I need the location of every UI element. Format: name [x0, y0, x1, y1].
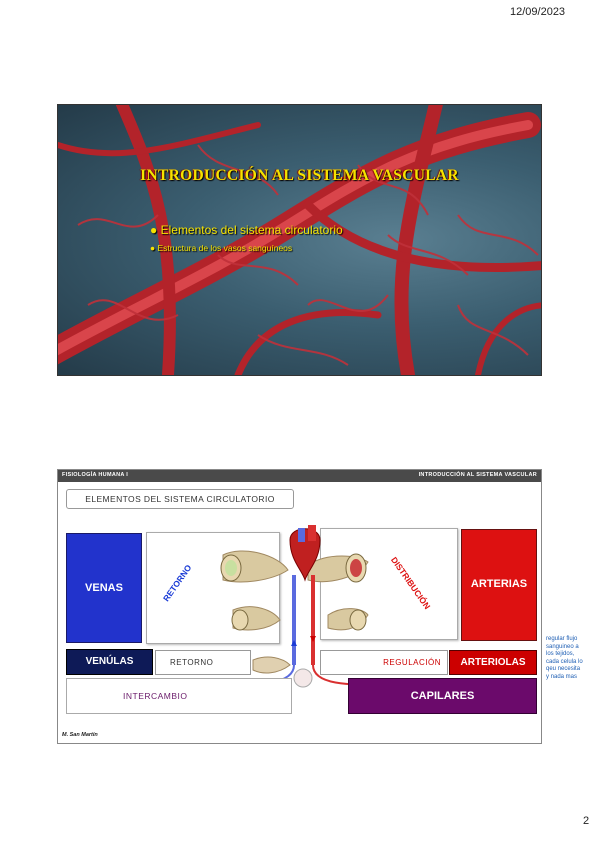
- heart-vessels-illustration: [217, 525, 389, 704]
- venas-box: VENAS: [66, 533, 142, 643]
- regulacion-box: REGULACIÓN: [320, 650, 448, 675]
- slide-title: INTRODUCCIÓN AL SISTEMA VASCULAR: [140, 167, 459, 184]
- arteriolas-box: ARTERIOLAS: [449, 650, 537, 675]
- arterias-box: ARTERIAS: [461, 529, 537, 641]
- course-label: FISIOLOGÍA HUMANA I: [62, 472, 129, 478]
- blood-vessels-illustration: [58, 105, 541, 375]
- bullet-item: ● Estructura de los vasos sanguíneos: [150, 243, 293, 253]
- retorno-box: RETORNO: [155, 650, 251, 675]
- capilares-box: CAPILARES: [348, 678, 537, 714]
- date-label: 12/09/2023: [510, 6, 566, 18]
- slide-elements: FISIOLOGÍA HUMANA I INTRODUCCIÓN AL SIST…: [57, 469, 542, 744]
- venulas-box: VENÚLAS: [66, 649, 153, 675]
- margin-note: regular flujo sanguineo a los tejidos, c…: [546, 636, 583, 680]
- slide-intro: INTRODUCCIÓN AL SISTEMA VASCULAR ● Eleme…: [57, 104, 542, 376]
- author-label: M. San Martín: [62, 732, 98, 738]
- intercambio-box: INTERCAMBIO: [66, 678, 292, 714]
- page-number: 2: [583, 815, 590, 827]
- heart-icon: [289, 525, 321, 582]
- topic-label: INTRODUCCIÓN AL SISTEMA VASCULAR: [418, 472, 537, 478]
- bullet-item: ● Elementos del sistema circulatorio: [150, 223, 343, 237]
- slide-header-bar: FISIOLOGÍA HUMANA I INTRODUCCIÓN AL SIST…: [58, 470, 541, 482]
- section-title: ELEMENTOS DEL SISTEMA CIRCULATORIO: [66, 489, 294, 509]
